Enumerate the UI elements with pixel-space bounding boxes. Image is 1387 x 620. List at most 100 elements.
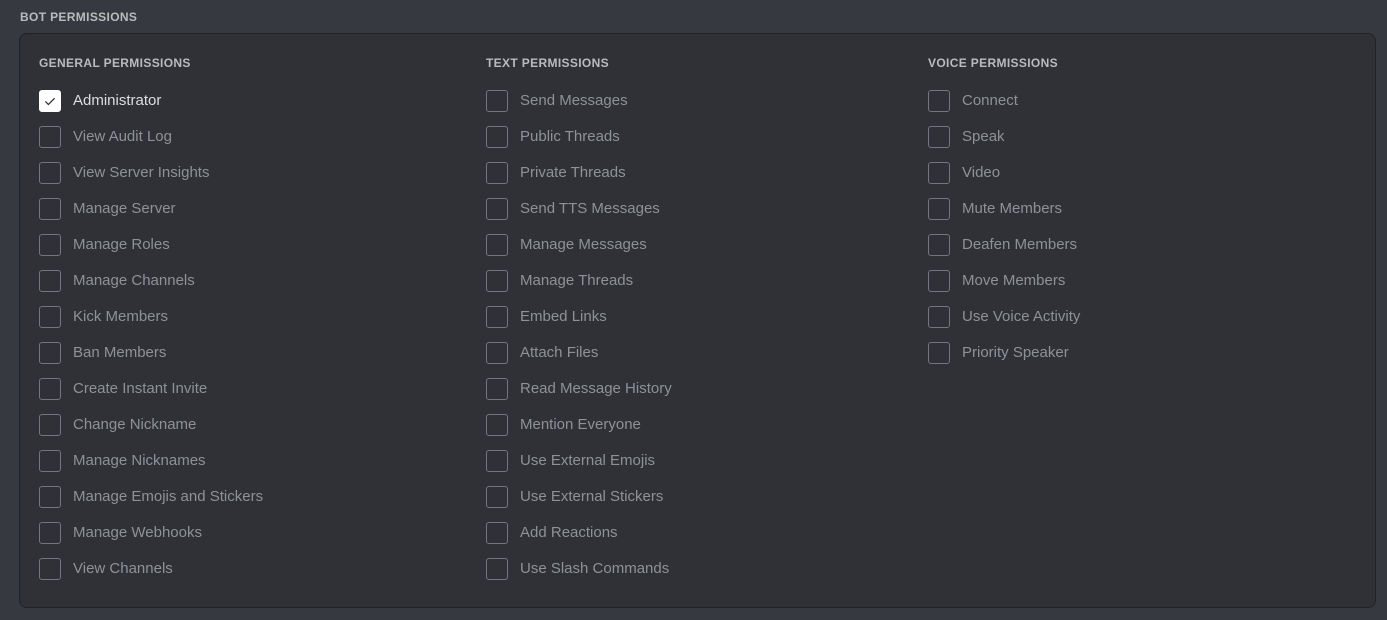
permission-row[interactable]: Video	[928, 155, 1358, 191]
permission-row[interactable]: Create Instant Invite	[39, 371, 469, 407]
checkbox-unchecked[interactable]	[928, 126, 950, 148]
permission-row[interactable]: Use External Emojis	[486, 443, 916, 479]
checkbox-unchecked[interactable]	[486, 450, 508, 472]
checkbox-unchecked[interactable]	[486, 378, 508, 400]
checkbox-checked[interactable]	[39, 90, 61, 112]
checkbox-unchecked[interactable]	[486, 306, 508, 328]
checkbox-unchecked[interactable]	[928, 90, 950, 112]
permission-row[interactable]: Manage Channels	[39, 263, 469, 299]
permission-row[interactable]: Embed Links	[486, 299, 916, 335]
checkbox-unchecked[interactable]	[486, 162, 508, 184]
checkbox-unchecked[interactable]	[486, 486, 508, 508]
checkbox-unchecked[interactable]	[39, 234, 61, 256]
permission-row[interactable]: Use Voice Activity	[928, 299, 1358, 335]
page-title: BOT PERMISSIONS	[20, 10, 138, 24]
checkbox-unchecked[interactable]	[39, 126, 61, 148]
permission-row[interactable]: Add Reactions	[486, 515, 916, 551]
permission-label: Manage Server	[73, 200, 176, 217]
permission-row[interactable]: Use Slash Commands	[486, 551, 916, 587]
permission-row[interactable]: Move Members	[928, 263, 1358, 299]
permission-row[interactable]: Manage Messages	[486, 227, 916, 263]
permission-row[interactable]: Mention Everyone	[486, 407, 916, 443]
permission-label: Mute Members	[962, 200, 1063, 217]
permission-row[interactable]: Manage Webhooks	[39, 515, 469, 551]
permission-label: Create Instant Invite	[73, 380, 208, 397]
column-header-text: TEXT PERMISSIONS	[486, 56, 609, 70]
permission-row[interactable]: Manage Server	[39, 191, 469, 227]
checkbox-unchecked[interactable]	[486, 90, 508, 112]
checkbox-unchecked[interactable]	[486, 558, 508, 580]
permission-label: Manage Roles	[73, 236, 170, 253]
checkbox-unchecked[interactable]	[928, 342, 950, 364]
permission-row[interactable]: Attach Files	[486, 335, 916, 371]
checkbox-unchecked[interactable]	[39, 342, 61, 364]
permission-row[interactable]: Administrator	[39, 83, 469, 119]
checkbox-unchecked[interactable]	[486, 270, 508, 292]
checkbox-unchecked[interactable]	[39, 558, 61, 580]
permission-row[interactable]: Manage Emojis and Stickers	[39, 479, 469, 515]
permission-label: View Channels	[73, 560, 173, 577]
checkbox-unchecked[interactable]	[928, 270, 950, 292]
permission-label: Manage Emojis and Stickers	[73, 488, 264, 505]
permission-label: Use Voice Activity	[962, 308, 1081, 325]
permission-row[interactable]: Manage Roles	[39, 227, 469, 263]
permission-label: Manage Nicknames	[73, 452, 206, 469]
permission-label: View Audit Log	[73, 128, 172, 145]
permission-row[interactable]: View Server Insights	[39, 155, 469, 191]
permission-label: Connect	[962, 92, 1018, 109]
permission-row[interactable]: Send TTS Messages	[486, 191, 916, 227]
column-header-voice: VOICE PERMISSIONS	[928, 56, 1058, 70]
permission-row[interactable]: Send Messages	[486, 83, 916, 119]
checkbox-unchecked[interactable]	[486, 198, 508, 220]
permission-label: Mention Everyone	[520, 416, 641, 433]
permission-label: Speak	[962, 128, 1005, 145]
checkbox-unchecked[interactable]	[39, 378, 61, 400]
checkbox-unchecked[interactable]	[928, 198, 950, 220]
checkbox-unchecked[interactable]	[39, 162, 61, 184]
permission-row[interactable]: Read Message History	[486, 371, 916, 407]
permission-label: Read Message History	[520, 380, 672, 397]
permission-row[interactable]: Manage Threads	[486, 263, 916, 299]
permission-label: Manage Messages	[520, 236, 647, 253]
permission-label: Ban Members	[73, 344, 167, 361]
permission-row[interactable]: Kick Members	[39, 299, 469, 335]
permission-row[interactable]: Connect	[928, 83, 1358, 119]
checkbox-unchecked[interactable]	[928, 306, 950, 328]
checkbox-unchecked[interactable]	[486, 342, 508, 364]
permission-row[interactable]: View Audit Log	[39, 119, 469, 155]
permission-label: Send TTS Messages	[520, 200, 660, 217]
checkbox-unchecked[interactable]	[39, 198, 61, 220]
permission-row[interactable]: Private Threads	[486, 155, 916, 191]
permission-row[interactable]: Mute Members	[928, 191, 1358, 227]
checkbox-unchecked[interactable]	[486, 522, 508, 544]
permission-row[interactable]: Ban Members	[39, 335, 469, 371]
permission-row[interactable]: Manage Nicknames	[39, 443, 469, 479]
permission-row[interactable]: Priority Speaker	[928, 335, 1358, 371]
permission-label: Manage Webhooks	[73, 524, 202, 541]
checkbox-unchecked[interactable]	[486, 414, 508, 436]
checkbox-unchecked[interactable]	[39, 414, 61, 436]
checkbox-unchecked[interactable]	[928, 162, 950, 184]
permission-row[interactable]: Public Threads	[486, 119, 916, 155]
checkbox-unchecked[interactable]	[39, 450, 61, 472]
checkbox-unchecked[interactable]	[486, 234, 508, 256]
permission-row[interactable]: Speak	[928, 119, 1358, 155]
checkbox-unchecked[interactable]	[39, 486, 61, 508]
checkbox-unchecked[interactable]	[39, 522, 61, 544]
checkbox-unchecked[interactable]	[928, 234, 950, 256]
permission-row[interactable]: Deafen Members	[928, 227, 1358, 263]
permission-label: Public Threads	[520, 128, 620, 145]
permission-row[interactable]: Use External Stickers	[486, 479, 916, 515]
permission-label: Attach Files	[520, 344, 599, 361]
permission-row[interactable]: View Channels	[39, 551, 469, 587]
permission-row[interactable]: Change Nickname	[39, 407, 469, 443]
permission-label: Embed Links	[520, 308, 607, 325]
checkbox-unchecked[interactable]	[486, 126, 508, 148]
checkbox-unchecked[interactable]	[39, 270, 61, 292]
checkbox-unchecked[interactable]	[39, 306, 61, 328]
